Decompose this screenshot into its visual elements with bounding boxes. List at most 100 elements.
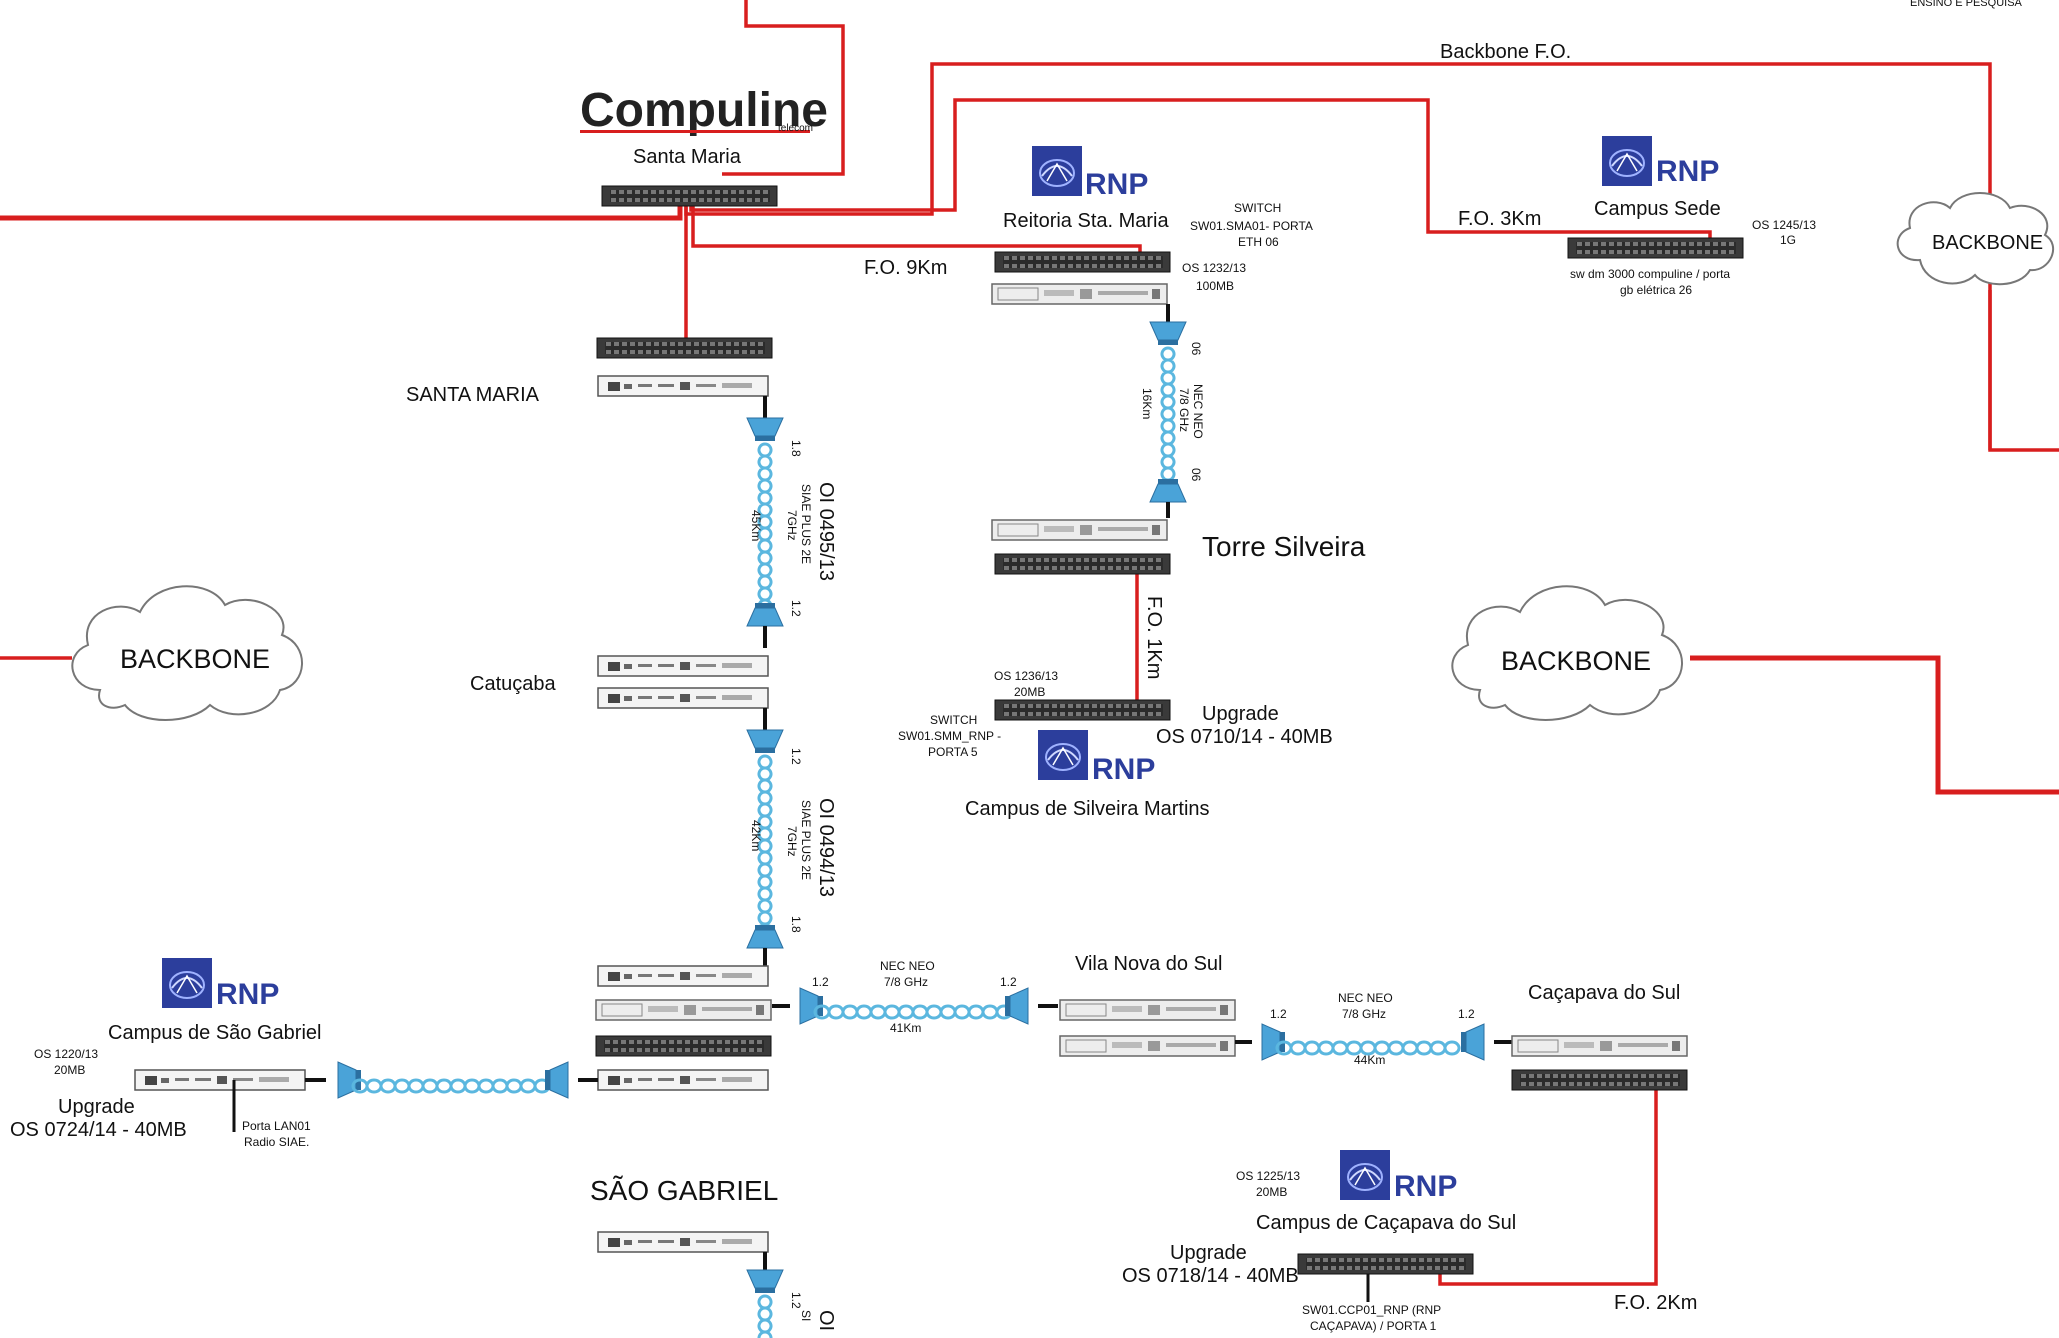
- switch-reitoria-label: SWITCH SW01.SMA01- PORTA ETH 06: [1190, 201, 1313, 249]
- upgrade-silveira-l2: OS 0710/14 - 40MB: [1156, 726, 1333, 748]
- wireless-link-nec-vertical: [1160, 346, 1176, 482]
- fiber-links: [0, 0, 2059, 1286]
- link2-dist: 42Km: [749, 820, 763, 851]
- compuline-logo-sub: telecom: [778, 123, 813, 134]
- nec-cacapava-a1: 1.2: [1270, 1007, 1287, 1021]
- nec-vila-l2: 7/8 GHz: [884, 975, 928, 989]
- sg-radio-2: [595, 999, 772, 1021]
- rnp-text-silveira: RNP: [1092, 753, 1155, 786]
- vila-radio-2: [1059, 1035, 1236, 1057]
- antenna-sg-hub: [544, 1061, 569, 1099]
- upgrade-cacapava-l1: Upgrade: [1170, 1242, 1247, 1264]
- rnp-text-sao-gabriel: RNP: [216, 978, 279, 1011]
- link1-labels: OI 0495/13 SIAE PLUS 2E 7GHz 1.8 1.2: [785, 440, 837, 617]
- santa-maria-switch: [596, 337, 773, 359]
- antenna-reitoria: [1149, 321, 1187, 346]
- bottom-si: SI: [799, 1310, 813, 1321]
- antenna-sg-up: [746, 924, 784, 949]
- santa-maria-radio: [597, 375, 769, 397]
- link1-oi: OI 0495/13: [815, 482, 837, 581]
- bottom-radio: [597, 1231, 769, 1253]
- rnp-icon-sede: [1601, 135, 1653, 187]
- sw-sede-l2: gb elétrica 26: [1620, 283, 1692, 297]
- os-cacapava-l2: 20MB: [1256, 1185, 1287, 1199]
- campus-sao-gabriel-label: Campus de São Gabriel: [108, 1022, 321, 1044]
- wl7-chain: [757, 1294, 773, 1338]
- sw-cacapava-l2: CAÇAPAVA) / PORTA 1: [1310, 1319, 1437, 1333]
- upgrade-sao-gabriel-l1: Upgrade: [58, 1096, 135, 1118]
- catucaba-label: Catuçaba: [470, 673, 556, 695]
- campus-silveira-label: Campus de Silveira Martins: [965, 798, 1210, 820]
- backbone-left-label: BACKBONE: [120, 644, 270, 674]
- nec-vila-a2: 1.2: [1000, 975, 1017, 989]
- backbone-cloud-right: BACKBONE: [1451, 585, 1683, 721]
- sg-radio-1: [597, 965, 769, 987]
- cacapava-label: Caçapava do Sul: [1528, 982, 1680, 1004]
- torre-radio: [991, 519, 1168, 541]
- sg-switch: [595, 1035, 772, 1057]
- fiber-left-trunk: [0, 200, 683, 221]
- antenna-catucaba-down: [746, 729, 784, 754]
- fo-1km-label: F.O. 1Km: [1143, 596, 1165, 679]
- wireless-link-bottom: [757, 1294, 773, 1338]
- nec-vertical-a2: 06: [1189, 468, 1203, 482]
- compuline-logo-text: Compuline: [580, 84, 828, 137]
- antenna-bottom: [746, 1269, 784, 1294]
- wireless-link-vila: [813, 1004, 1013, 1020]
- switch-reitoria-l3: ETH 06: [1238, 235, 1279, 249]
- cacapava-campus-switch: [1297, 1253, 1474, 1275]
- porta-lan-l1: Porta LAN01: [242, 1119, 311, 1133]
- link2-freq: 7GHz: [785, 826, 799, 857]
- fiber-top-feed: [722, 0, 845, 176]
- rnp-text-sede: RNP: [1656, 155, 1719, 188]
- nec-vertical-dist: 16Km: [1140, 388, 1154, 419]
- link2-labels: OI 0494/13 SIAE PLUS 2E 7GHz 1.2 1.8: [785, 748, 837, 933]
- backbone-small-label: BACKBONE: [1932, 232, 2043, 254]
- torre-silveira-label: Torre Silveira: [1202, 531, 1366, 562]
- vila-radio-1: [1059, 999, 1236, 1021]
- wireless-link-1: [757, 442, 773, 614]
- nec-vila-a1: 1.2: [812, 975, 829, 989]
- link1-a2: 1.2: [789, 600, 803, 617]
- wl3-chain: [1160, 346, 1176, 482]
- fo-3km-label: F.O. 3Km: [1458, 208, 1541, 230]
- bottom-a: 1.2: [789, 1292, 803, 1309]
- rnp-icon-reitoria: [1031, 145, 1083, 197]
- wl6-chain: [1275, 1040, 1461, 1056]
- upgrade-silveira-l1: Upgrade: [1202, 703, 1279, 725]
- bottom-oi: OI: [815, 1310, 837, 1331]
- rnp-icon-cacapava: [1339, 1149, 1391, 1201]
- switch-silveira-l2: SW01.SMM_RNP -: [898, 729, 1001, 743]
- link1-freq: 7GHz: [785, 510, 799, 541]
- link1-model: SIAE PLUS 2E: [799, 484, 813, 564]
- sw-cacapava-l1: SW01.CCP01_RNP (RNP: [1302, 1303, 1441, 1317]
- sao-gabriel-caps-label: SÃO GABRIEL: [590, 1175, 778, 1206]
- switch-reitoria-l1: SWITCH: [1234, 201, 1281, 215]
- backbone-right-label: BACKBONE: [1501, 646, 1651, 676]
- torre-switch: [994, 553, 1171, 575]
- antenna-cacapava-right: [1460, 1023, 1485, 1061]
- nec-vertical-a1: 06: [1189, 342, 1203, 356]
- os-silveira-l2: 20MB: [1014, 685, 1045, 699]
- antenna-vila-right: [1004, 987, 1029, 1025]
- backbone-cloud-left: BACKBONE: [71, 585, 303, 721]
- sg-radio-3: [597, 1069, 769, 1091]
- reitoria-radio: [991, 283, 1168, 305]
- link2-oi: OI 0494/13: [815, 798, 837, 897]
- rnp-icon-sao-gabriel: [161, 957, 213, 1009]
- os-sede-l1: OS 1245/13: [1752, 218, 1816, 232]
- switch-reitoria-l2: SW01.SMA01- PORTA: [1190, 219, 1313, 233]
- campus-cacapava-label: Campus de Caçapava do Sul: [1256, 1212, 1516, 1234]
- rnp-icon-silveira: [1037, 729, 1089, 781]
- catucaba-radio-1: [597, 655, 769, 677]
- campus-sede-label: Campus Sede: [1594, 198, 1721, 220]
- wl1-chain: [757, 442, 773, 614]
- wl4-chain: [351, 1078, 551, 1094]
- vila-nova-label: Vila Nova do Sul: [1075, 953, 1223, 975]
- wl5-chain: [813, 1004, 1013, 1020]
- sao-gabriel-campus-radio: [134, 1069, 306, 1091]
- os-reitoria-l2: 100MB: [1196, 279, 1234, 293]
- nec-cacapava-l1: NEC NEO: [1338, 991, 1393, 1005]
- os-silveira-l1: OS 1236/13: [994, 669, 1058, 683]
